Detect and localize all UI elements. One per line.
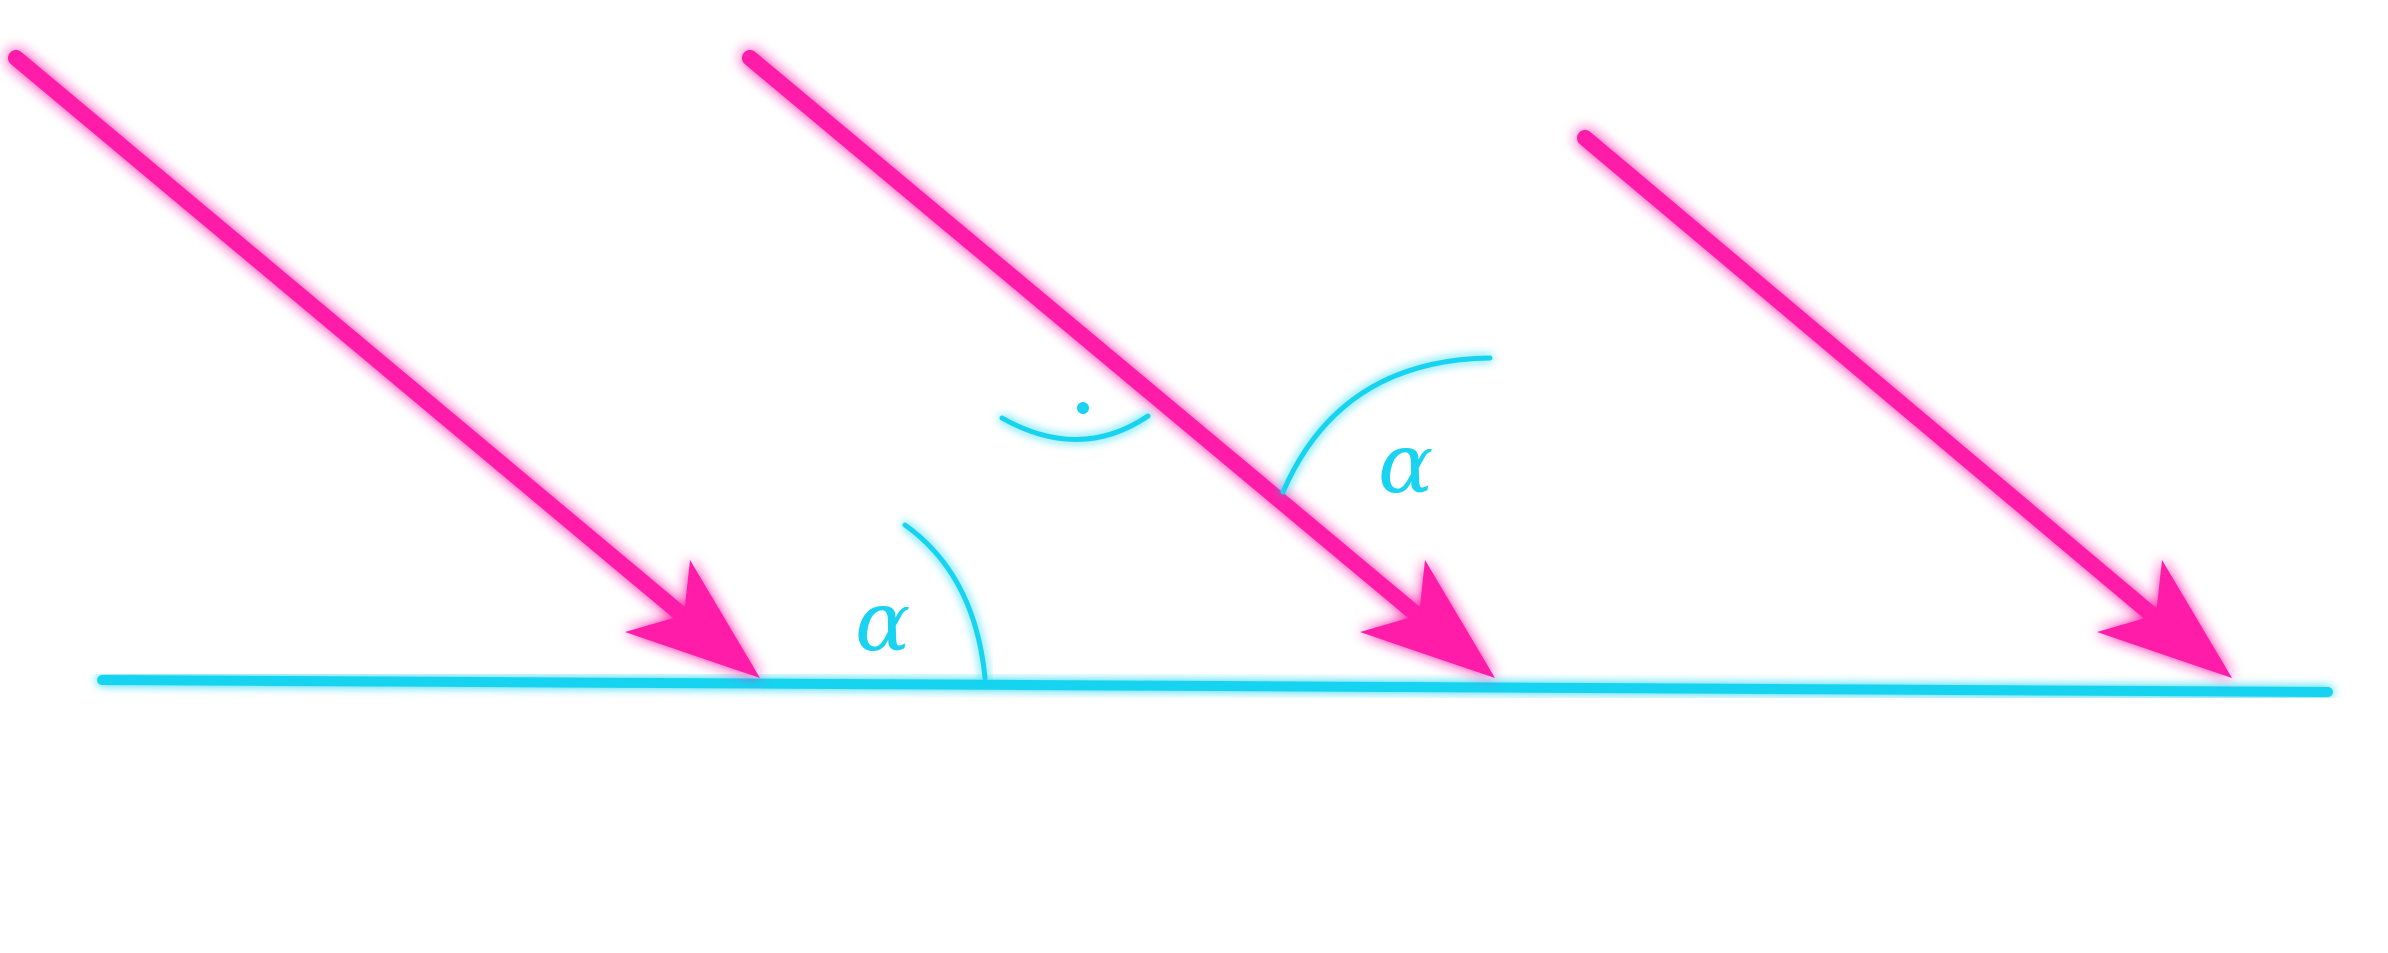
- sun-ray-arrow-2: [742, 50, 1495, 678]
- ground-line: [97, 675, 2333, 697]
- sun-ray-arrow-3: [1577, 130, 2232, 678]
- angle-label-ray: α: [1378, 417, 1433, 512]
- angle-arc-ray: [1280, 355, 1493, 495]
- right-angle-dot: [1077, 402, 1089, 414]
- angle-arc-ground: [902, 522, 988, 681]
- right-angle-arc: [999, 413, 1151, 442]
- angle-label-ground: α: [855, 575, 910, 670]
- sun-ray-arrow-1: [8, 50, 760, 678]
